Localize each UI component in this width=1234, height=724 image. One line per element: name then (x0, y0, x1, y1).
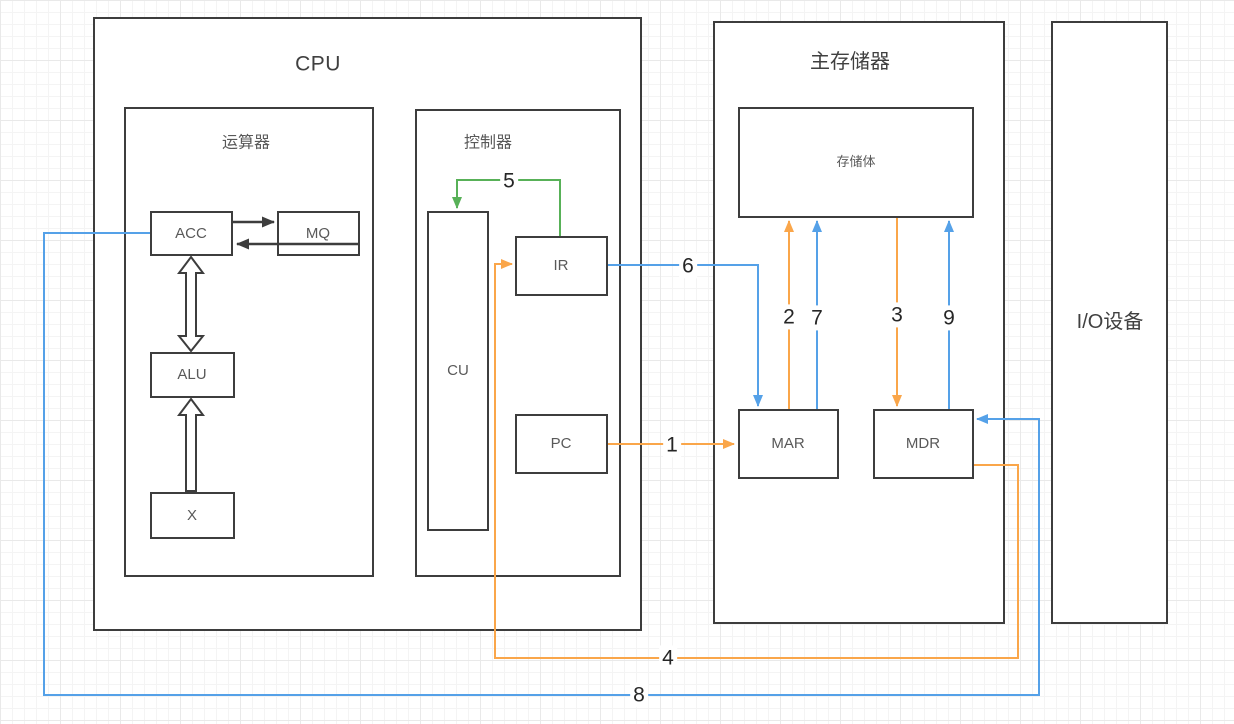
acc-label: ACC (175, 225, 207, 242)
arrow-acc-alu-double (176, 255, 206, 353)
arrow-8-acc-to-mdr (43, 232, 1040, 696)
arrow-x-to-alu (177, 397, 205, 492)
cu-box (427, 211, 489, 531)
arrow-label-5: 5 (500, 168, 518, 194)
acc-box (150, 211, 233, 256)
arrow-label-6: 6 (679, 253, 697, 279)
arrow-label-2: 2 (780, 304, 798, 330)
io-device-box (1051, 21, 1168, 624)
mq-box (277, 211, 360, 256)
pc-label: PC (550, 435, 572, 452)
arrow-label-8: 8 (630, 682, 648, 708)
storage-body-box (738, 107, 974, 218)
mdr-box (873, 409, 974, 479)
controller-title: 控制器 (463, 134, 513, 152)
ir-label: IR (553, 257, 569, 274)
arrow-label-3: 3 (888, 302, 906, 328)
arrow-4-mdr-to-ir (494, 259, 1019, 659)
arrow-6-ir-to-mar (608, 264, 763, 407)
mdr-label: MDR (905, 435, 941, 452)
mar-box (738, 409, 839, 479)
arrow-label-1: 1 (663, 432, 681, 458)
arrow-label-9: 9 (940, 305, 958, 331)
arrow-label-7: 7 (808, 305, 826, 331)
io-device-label: I/O设备 (1076, 311, 1144, 333)
storage-body-label: 存储体 (836, 154, 876, 170)
alu-box (150, 352, 235, 398)
ir-box (515, 236, 608, 296)
alu-unit-title: 运算器 (221, 134, 271, 152)
alu-label: ALU (177, 366, 207, 383)
main-memory-title: 主存储器 (810, 51, 890, 73)
mar-label: MAR (771, 435, 805, 452)
pc-box (515, 414, 608, 474)
cpu-title: CPU (295, 52, 341, 76)
mq-label: MQ (305, 225, 331, 242)
cu-label: CU (447, 362, 469, 379)
x-box (150, 492, 235, 539)
x-label: X (186, 507, 198, 524)
arrow-label-4: 4 (659, 645, 677, 671)
